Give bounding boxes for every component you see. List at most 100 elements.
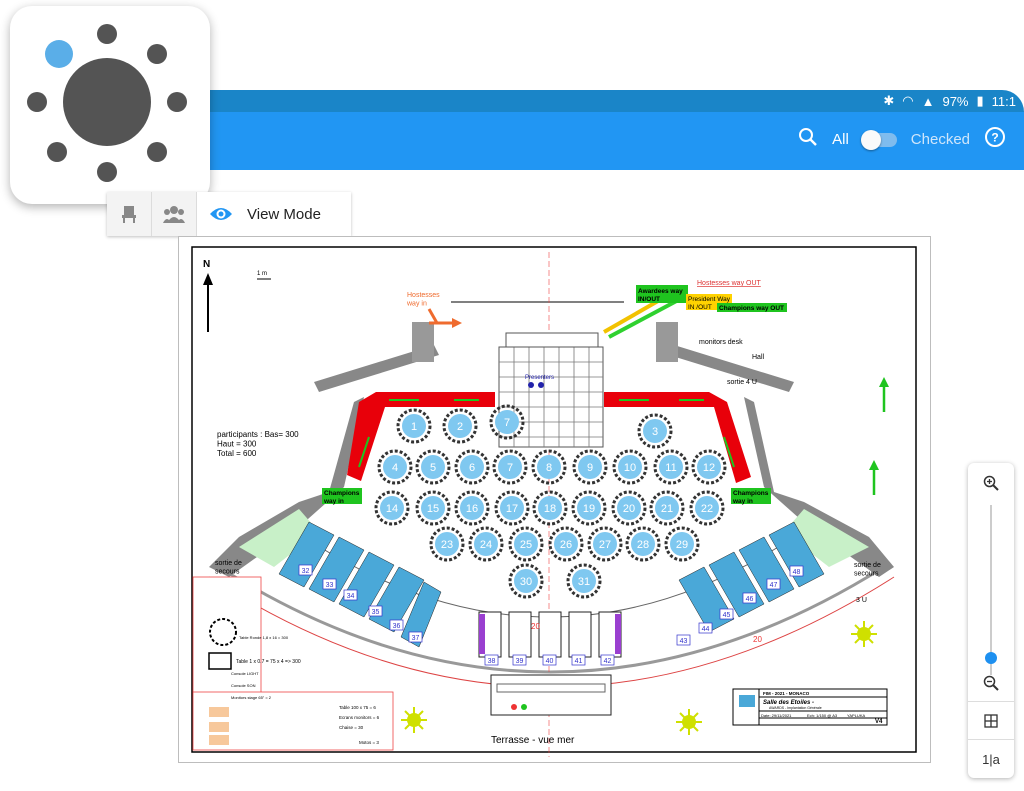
svg-text:?: ?: [991, 131, 998, 145]
grid-button[interactable]: [968, 701, 1014, 741]
legend-table-100: Table 100 x 75 = 6: [339, 705, 376, 710]
round-table-11[interactable]: 11: [653, 449, 689, 485]
table-number: 28: [637, 539, 649, 551]
round-table-19[interactable]: 19: [571, 490, 607, 526]
legend-ecrans: Ecrans monitors = 6: [339, 715, 380, 720]
round-table-14[interactable]: 14: [374, 490, 410, 526]
search-icon[interactable]: [798, 127, 818, 152]
fit-label-button[interactable]: 1|a: [982, 751, 1000, 767]
round-table-4[interactable]: 4: [377, 449, 413, 485]
round-table-1[interactable]: 1: [396, 408, 432, 444]
table-number: 30: [520, 576, 532, 588]
filter-all-label: All: [832, 131, 849, 148]
round-table-31[interactable]: 31: [566, 563, 602, 599]
group-mode-button[interactable]: [152, 192, 197, 236]
view-mode-button[interactable]: View Mode: [197, 192, 351, 236]
svg-text:45: 45: [723, 612, 731, 619]
table-number: 24: [480, 539, 492, 551]
table-number: 5: [430, 462, 436, 474]
grid-icon: [984, 714, 998, 728]
round-table-18[interactable]: 18: [532, 490, 568, 526]
svg-text:33: 33: [326, 582, 334, 589]
table-number: 26: [560, 539, 572, 551]
desk-label-45: 45: [719, 608, 734, 620]
presenters-label: Presenters: [525, 375, 554, 381]
toggle-knob: [860, 129, 881, 150]
zoom-out-icon: [983, 675, 999, 691]
terrasse-label: Terrasse - vue mer: [491, 735, 575, 746]
north-label: N: [203, 259, 210, 270]
svg-text:32: 32: [302, 568, 310, 575]
round-table-16[interactable]: 16: [454, 490, 490, 526]
round-table-7[interactable]: 7: [489, 404, 525, 440]
legend-table-round: Table Ronde 1,8 x 16 = 300: [239, 635, 289, 640]
round-table-20[interactable]: 20: [611, 490, 647, 526]
table-number: 12: [703, 462, 715, 474]
round-table-28[interactable]: 28: [625, 526, 661, 562]
table-number: 25: [520, 539, 532, 551]
svg-text:42: 42: [604, 658, 612, 665]
seat-mode-button[interactable]: [107, 192, 152, 236]
table-number: 27: [599, 539, 611, 551]
round-table-22[interactable]: 22: [689, 490, 725, 526]
round-table-24[interactable]: 24: [468, 526, 504, 562]
round-table-29[interactable]: 29: [664, 526, 700, 562]
zoom-slider-track[interactable]: [990, 505, 992, 675]
round-table-21[interactable]: 21: [649, 490, 685, 526]
round-table-10[interactable]: 10: [612, 449, 648, 485]
help-icon[interactable]: ?: [984, 126, 1006, 153]
zoom-in-button[interactable]: [968, 463, 1014, 503]
floor-plan[interactable]: N 1 m: [178, 236, 931, 763]
mode-toolbar: View Mode: [107, 192, 351, 236]
round-table-9[interactable]: 9: [572, 449, 608, 485]
svg-text:43: 43: [680, 638, 688, 645]
desk-label-33: 33: [322, 578, 337, 590]
round-table-7[interactable]: 7: [492, 449, 528, 485]
tb-event: FIM - 2021 - MONACO: [763, 691, 810, 696]
app-bar-actions: All Checked ?: [798, 126, 1006, 153]
round-table-6[interactable]: 6: [454, 449, 490, 485]
hub-dots-icon: [27, 24, 187, 182]
battery-icon: ▮: [976, 93, 984, 108]
desk-label-44: 44: [698, 622, 713, 634]
round-table-15[interactable]: 15: [415, 490, 451, 526]
sun-icon: [676, 709, 702, 735]
round-table-30[interactable]: 30: [508, 563, 544, 599]
wifi-icon: ◠: [902, 93, 914, 108]
round-table-12[interactable]: 12: [691, 449, 727, 485]
round-table-27[interactable]: 27: [587, 526, 623, 562]
round-table-8[interactable]: 8: [531, 449, 567, 485]
checked-toggle[interactable]: [860, 129, 897, 150]
table-number: 7: [504, 417, 510, 429]
svg-text:38: 38: [488, 658, 496, 665]
round-table-2[interactable]: 2: [442, 408, 478, 444]
desk-label-46: 46: [742, 592, 757, 604]
round-table-3[interactable]: 3: [637, 413, 673, 449]
svg-text:41: 41: [575, 658, 583, 665]
filter-checked-label: Checked: [910, 131, 970, 148]
desk-label-32: 32: [298, 564, 313, 576]
round-table-25[interactable]: 25: [508, 526, 544, 562]
desk-label-47: 47: [766, 578, 781, 590]
svg-text:44: 44: [702, 626, 710, 633]
svg-text:34: 34: [347, 593, 355, 600]
round-table-17[interactable]: 17: [494, 490, 530, 526]
table-number: 20: [623, 503, 635, 515]
scale-label: 1 m: [257, 271, 267, 277]
zoom-slider-thumb[interactable]: [985, 652, 997, 664]
monitors-desk-label: monitors desk: [699, 339, 743, 346]
sun-icon: [401, 707, 427, 733]
round-table-26[interactable]: 26: [548, 526, 584, 562]
signal-icon: ▲: [921, 93, 935, 109]
table-number: 10: [624, 462, 636, 474]
svg-text:46: 46: [746, 596, 754, 603]
clock: 11:1: [991, 93, 1016, 109]
round-table-5[interactable]: 5: [415, 449, 451, 485]
legend-console-light: Console LIGHT: [231, 671, 259, 676]
round-table-23[interactable]: 23: [429, 526, 465, 562]
zoom-out-button[interactable]: [968, 663, 1014, 703]
table-number: 4: [392, 462, 398, 474]
